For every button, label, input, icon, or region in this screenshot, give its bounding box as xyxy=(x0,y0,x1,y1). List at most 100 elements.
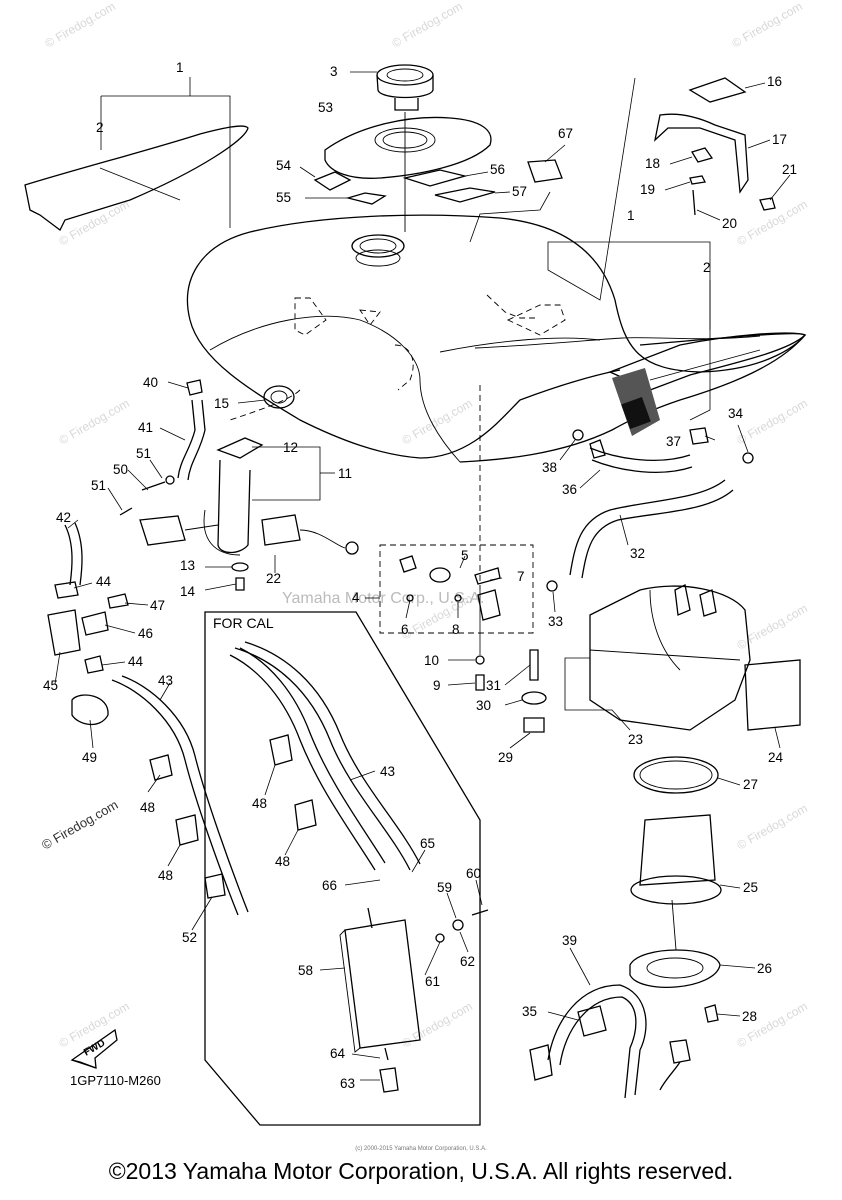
callout: 38 xyxy=(542,460,557,475)
bolts-washers xyxy=(186,379,558,733)
callout: 44 xyxy=(96,574,112,589)
fuel-hose-39 xyxy=(529,984,691,1099)
tank-stripe-emblem xyxy=(608,332,807,436)
callout: 1 xyxy=(627,208,635,223)
callout: 22 xyxy=(266,571,281,586)
for-cal-box: FOR CAL xyxy=(204,611,489,1126)
callout: 63 xyxy=(340,1076,355,1091)
footer-copyright: ©2013 Yamaha Motor Corporation, U.S.A. A… xyxy=(108,1158,734,1184)
callout: 14 xyxy=(180,584,196,599)
tank-cap xyxy=(376,64,434,111)
callout: 13 xyxy=(180,558,195,573)
watermark: © Firedog.com xyxy=(735,197,810,249)
callout: 20 xyxy=(722,216,737,231)
callout: 11 xyxy=(338,466,352,481)
callout: 39 xyxy=(562,933,577,948)
fwd-label: FWD xyxy=(82,1038,107,1059)
callout: 4 xyxy=(352,590,360,605)
callout: 46 xyxy=(138,626,153,641)
watermark: © Firedog.com xyxy=(57,396,132,448)
callout: 37 xyxy=(666,434,681,449)
diagram-code: 1GP7110-M260 xyxy=(70,1073,161,1088)
callout: 60 xyxy=(466,866,481,881)
callout: 44 xyxy=(128,654,144,669)
callout: 67 xyxy=(558,126,573,141)
watermark: © Firedog.com xyxy=(400,396,475,448)
callout: 43 xyxy=(380,764,395,779)
callout: 7 xyxy=(517,569,525,584)
callout: 61 xyxy=(425,974,440,989)
callout: 55 xyxy=(276,190,291,205)
watermark: © Firedog.com xyxy=(735,999,810,1051)
callout: 31 xyxy=(486,678,501,693)
callout: 51 xyxy=(91,478,106,493)
watermark: © Firedog.com xyxy=(390,0,465,51)
watermark: © Firedog.com xyxy=(735,801,810,853)
canister-23 xyxy=(589,584,801,731)
callout: 48 xyxy=(158,868,173,883)
callout: 18 xyxy=(645,156,660,171)
callout: 48 xyxy=(252,796,267,811)
callout: 27 xyxy=(743,777,758,792)
callout: 17 xyxy=(772,132,787,147)
callout: 23 xyxy=(628,732,643,747)
callout: 1 xyxy=(176,60,184,75)
callout: 42 xyxy=(56,510,71,525)
callout: 26 xyxy=(757,961,772,976)
callout: 58 xyxy=(298,963,313,978)
callout: 48 xyxy=(275,854,290,869)
callout: 12 xyxy=(283,440,298,455)
callout: 8 xyxy=(452,622,460,637)
callout: 2 xyxy=(96,120,104,135)
callout: 32 xyxy=(630,546,645,561)
tiny-copyright: (c) 2000-2015 Yamaha Motor Corporation, … xyxy=(355,1146,487,1152)
callout: 9 xyxy=(433,678,441,693)
callout: 43 xyxy=(158,673,173,688)
callout: 65 xyxy=(420,836,435,851)
callout: 59 xyxy=(437,880,452,895)
callout: 30 xyxy=(476,698,491,713)
callout: 19 xyxy=(640,182,655,197)
callout: 3 xyxy=(330,64,338,79)
fuel-pump-assembly xyxy=(139,437,359,556)
callout: 41 xyxy=(138,420,153,435)
watermark: © Firedog.com xyxy=(57,197,132,249)
callout: 54 xyxy=(276,158,292,173)
firedog-watermark-dark: © Firedog.com xyxy=(39,797,121,853)
callout: 62 xyxy=(460,954,475,969)
callout: 33 xyxy=(548,614,563,629)
center-watermark: Yamaha Motor Corp., U.S.A. xyxy=(282,590,484,607)
callout: 29 xyxy=(498,750,513,765)
callout: 21 xyxy=(782,162,797,177)
leader-lines xyxy=(54,71,791,1081)
for-cal-label: FOR CAL xyxy=(213,615,274,631)
callout: 15 xyxy=(214,396,229,411)
callout: 5 xyxy=(461,548,469,563)
callout: 48 xyxy=(140,800,155,815)
callout: 45 xyxy=(43,678,58,693)
watermark: © Firedog.com xyxy=(735,601,810,653)
callout: 25 xyxy=(743,880,758,895)
left-fuel-hoses xyxy=(64,399,206,586)
callout: 52 xyxy=(182,930,197,945)
callout: 53 xyxy=(318,100,333,115)
callout: 28 xyxy=(742,1009,757,1024)
callout: 36 xyxy=(562,482,577,497)
callout: 64 xyxy=(330,1046,346,1061)
tank-top-cover xyxy=(324,112,492,232)
breather-hoses xyxy=(111,675,249,916)
watermark: © Firedog.com xyxy=(400,999,475,1051)
side-decal-left xyxy=(24,125,249,231)
callout: 34 xyxy=(728,406,744,421)
callout: 51 xyxy=(136,446,151,461)
callout: 10 xyxy=(424,653,439,668)
callout: 6 xyxy=(401,622,409,637)
callout: 66 xyxy=(322,878,337,893)
watermark: © Firedog.com xyxy=(730,0,805,51)
callout: 50 xyxy=(113,462,128,477)
watermark: © Firedog.com xyxy=(735,396,810,448)
callout: 2 xyxy=(703,260,711,275)
callout: 40 xyxy=(143,375,158,390)
callout: 24 xyxy=(768,750,784,765)
